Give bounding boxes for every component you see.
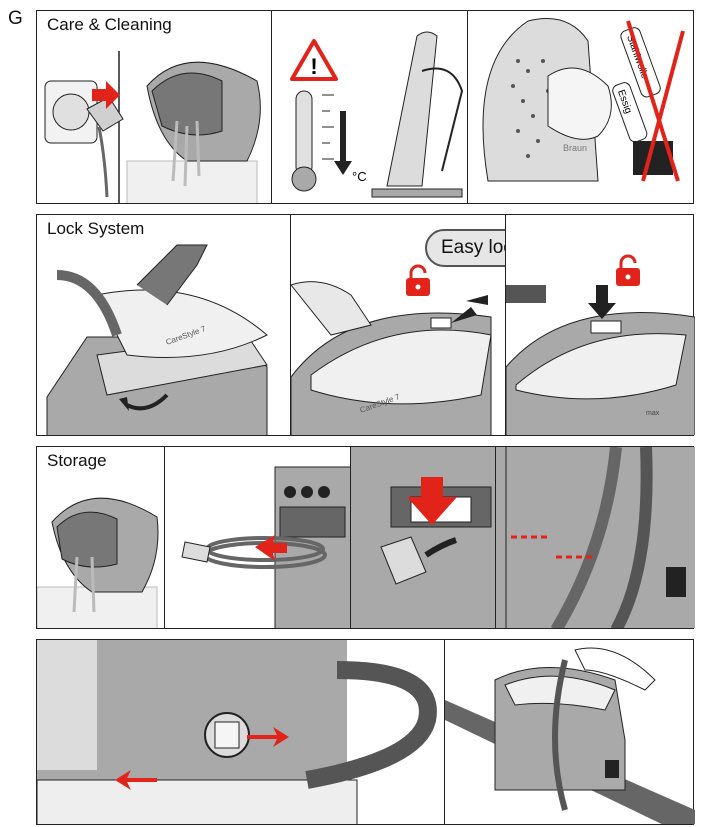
storage-panel-strap: [496, 447, 695, 628]
brand-label: Braun: [563, 143, 587, 153]
strap-illustration: [496, 447, 695, 628]
unplug-illustration: [44, 51, 261, 203]
thermometer-icon: [291, 90, 352, 192]
easy-lock-label: Easy lock: [441, 237, 505, 258]
lock-panel-park: Lock System CareStyle 7: [37, 215, 291, 435]
soleplate-wipe-illustration: Braun Stahlwolle Essig: [482, 18, 685, 182]
carry-panel-lift: [445, 640, 695, 824]
carry-panel-strap-close: [37, 640, 445, 824]
care-title: Care & Cleaning: [45, 15, 174, 35]
lock-panel-unlock: max: [506, 215, 695, 435]
storage-title: Storage: [45, 451, 109, 471]
unlock-icon: [406, 264, 430, 296]
cooling-illustration: ! °C: [290, 31, 464, 198]
care-cleaning-row: Care & Cleaning !: [36, 10, 694, 204]
arrow-icon: [247, 727, 289, 747]
cable-wrap-illustration: [181, 466, 350, 628]
storage-row: Storage: [36, 446, 695, 629]
care-panel-unplug: Care & Cleaning: [37, 11, 272, 203]
care-panel-cool: ! °C: [272, 11, 468, 203]
level-max: max: [646, 410, 660, 417]
lock-panel-lock: Easy lock CareStyle 7: [291, 215, 506, 435]
iron-park-illustration: CareStyle 7: [46, 244, 268, 435]
strap-attach-illustration: [37, 640, 437, 824]
plug-store-illustration: [351, 447, 495, 628]
arrow-icon: [115, 770, 157, 790]
svg-text:!: !: [310, 54, 317, 79]
drain-illustration: [37, 497, 159, 628]
temp-unit: °C: [352, 169, 367, 184]
storage-panel-plug: [351, 447, 496, 628]
lock-title: Lock System: [45, 219, 147, 239]
care-panel-wipe: Braun Stahlwolle Essig: [468, 11, 695, 203]
section-letter: G: [8, 8, 23, 29]
arrow-icon: [407, 477, 457, 525]
easy-lock-badge: Easy lock: [425, 229, 505, 267]
unlock-icon: [616, 254, 640, 286]
storage-panel-cable: [165, 447, 351, 628]
storage-panel-drain: Storage: [37, 447, 165, 628]
carry-illustration: [445, 647, 695, 824]
warning-triangle-icon: [290, 39, 338, 81]
iron-unlock-illustration: max: [506, 254, 695, 435]
iron-lock-illustration: CareStyle 7: [291, 264, 492, 435]
arrow-icon: [255, 535, 287, 561]
carry-row: [36, 639, 695, 825]
lock-system-row: Lock System CareStyle 7 Easy lock: [36, 214, 695, 436]
arrow-icon: [92, 81, 120, 109]
